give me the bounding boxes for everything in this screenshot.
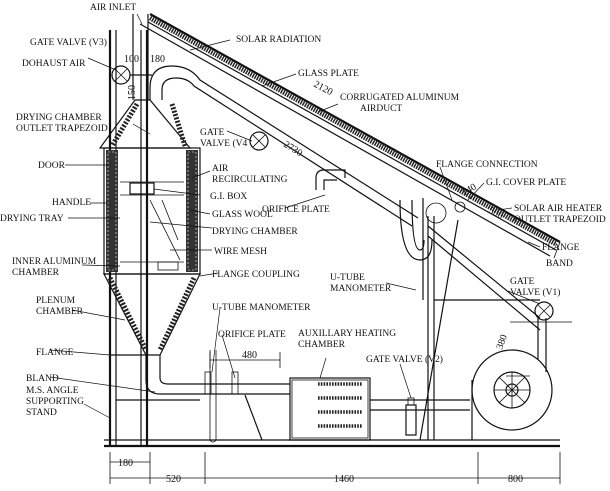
dim-480: 480 — [242, 350, 257, 361]
dim-520: 520 — [166, 474, 181, 485]
label-plenum-1: PLENUM — [36, 296, 76, 306]
label-aux-heating-2: CHAMBER — [298, 340, 346, 350]
gate-valve-v2 — [405, 397, 417, 436]
leader-lines — [49, 13, 541, 419]
label-flange-coupling: FLANGE COUPLING — [212, 270, 300, 280]
lower-duct — [145, 350, 290, 443]
label-flange-connection: FLANGE CONNECTION — [436, 160, 538, 170]
dim-380: 380 — [494, 333, 509, 351]
label-plenum-2: CHAMBER — [36, 307, 84, 317]
label-flange-left: FLANGE — [36, 348, 74, 358]
label-drying-chamber-outlet-2: OUTLET TRAPEZOID — [16, 124, 108, 134]
label-corrugated-1: CORRUGATED ALUMINUM — [340, 93, 460, 103]
label-door: DOOR — [38, 161, 66, 171]
dim-2120: 2120 — [312, 79, 335, 98]
label-gate-valve-v1-1: GATE — [510, 277, 534, 287]
label-drying-chamber: DRYING CHAMBER — [212, 227, 298, 237]
label-orifice-plate-top: ORIFICE PLATE — [262, 205, 330, 215]
label-inner-aluminum-2: CHAMBER — [12, 268, 60, 278]
label-gi-box: G.I. BOX — [210, 192, 247, 202]
dim-2730: 2730 — [281, 139, 304, 159]
label-gate-valve-v3: GATE VALVE (V3) — [30, 37, 107, 48]
label-corrugated-2: AIRDUCT — [360, 104, 402, 114]
glass-wool-left — [106, 150, 118, 272]
outlet-trapezoid — [98, 99, 192, 149]
plenum-chamber — [103, 273, 201, 356]
dimension-lines — [109, 321, 572, 484]
label-air-recirculating-1: AIR — [212, 164, 229, 174]
dim-180-bottom: 180 — [118, 458, 133, 469]
auxiliary-heating-chamber — [289, 377, 470, 441]
label-ms-angle-1: M.S. ANGLE — [26, 386, 79, 396]
glass-wool-right — [186, 150, 198, 272]
dim-500: 500 — [487, 205, 505, 222]
label-orifice-plate-bottom: ORIFICE PLATE — [218, 330, 286, 340]
gate-valve-v4 — [249, 131, 269, 151]
dimension-texts: 100 180 150 2120 2730 140 500 480 380 18… — [118, 54, 523, 485]
label-u-tube-manometer: U-TUBE MANOMETER — [212, 303, 311, 313]
drawing — [49, 13, 572, 484]
label-gate-valve-v1-2: VALVE (V1) — [510, 287, 560, 298]
label-solar-heater-2: OUTLET TRAPEZOID — [514, 215, 606, 225]
orifice-plate-duct — [315, 169, 433, 300]
drying-chamber — [103, 147, 201, 275]
label-gate-valve-v4-2: VALVE (V4 — [200, 138, 247, 149]
exhaust-duct — [111, 14, 152, 100]
dim-180-top: 180 — [150, 54, 165, 65]
label-u-tube-right-2: MANOMETER — [330, 284, 392, 294]
labels: AIR INLET GATE VALVE (V3) DOHAUST AIR SO… — [0, 3, 606, 418]
gate-valve-v1 — [534, 301, 554, 321]
label-wire-mesh: WIRE MESH — [214, 247, 267, 257]
label-ms-angle-3: STAND — [26, 408, 57, 418]
label-band: BAND — [546, 259, 573, 269]
label-glass-plate: GLASS PLATE — [298, 69, 359, 79]
label-ms-angle-2: SUPPORTING — [26, 397, 84, 407]
label-air-recirculating-2: RECIRCULATING — [212, 175, 288, 185]
label-drying-chamber-outlet-1: DRYING CHAMBER — [16, 113, 102, 123]
label-flange: FLANGE — [542, 243, 580, 253]
label-solar-heater-1: SOLAR AIR HEATER — [514, 204, 603, 214]
label-exhaust-air: DOHAUST AIR — [22, 59, 86, 69]
recirculating-duct — [149, 65, 419, 227]
label-aux-heating-1: AUXILLARY HEATING — [298, 329, 396, 339]
gi-box — [129, 182, 155, 195]
solar-collector — [139, 13, 561, 259]
label-glass-wool: GLASS WOOL — [212, 210, 273, 220]
blower — [471, 301, 554, 440]
label-u-tube-right-1: U-TUBE — [330, 273, 365, 283]
dim-1460: 1460 — [334, 474, 354, 485]
label-gate-valve-v2: GATE VALVE (V2) — [366, 354, 443, 365]
label-handle: HANDLE — [52, 198, 91, 208]
label-bland: BLAND — [26, 374, 59, 384]
label-gate-valve-v4-1: GATE — [200, 128, 224, 138]
label-drying-tray: DRYING TRAY — [0, 214, 64, 224]
label-inner-aluminum-1: INNER ALUMINUM — [12, 257, 97, 267]
label-gi-cover-plate: G.I. COVER PLATE — [486, 178, 566, 188]
dim-800: 800 — [508, 474, 523, 485]
label-solar-radiation: SOLAR RADIATION — [236, 35, 321, 45]
collector-stand — [419, 216, 541, 441]
dim-100: 100 — [124, 54, 139, 65]
label-air-inlet: AIR INLET — [90, 3, 136, 13]
dim-150: 150 — [127, 85, 138, 100]
